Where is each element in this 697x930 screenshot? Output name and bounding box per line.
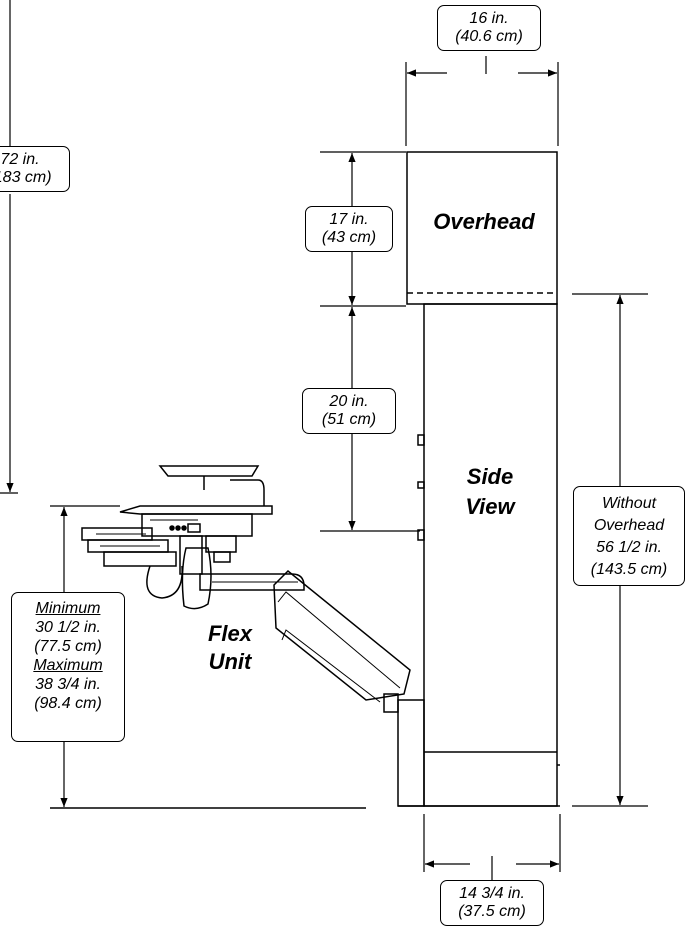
overhead-height-cm: (43 cm) bbox=[321, 229, 377, 246]
flex-unit-part-label: Flex Unit bbox=[190, 620, 270, 676]
overhead-part-label: Overhead bbox=[433, 209, 535, 234]
tray-height-max-cm: (98.4 cm) bbox=[34, 695, 102, 712]
side-view-tower bbox=[397, 303, 560, 807]
total-height-dimension bbox=[0, 0, 18, 494]
tray-height-min-inches: 30 1/2 in. bbox=[35, 619, 101, 636]
base-width-label: 14 3/4 in. (37.5 cm) bbox=[440, 880, 544, 926]
total-height-label: 72 in. (183 cm) bbox=[0, 146, 70, 192]
side-view-part-label: Side View bbox=[440, 462, 540, 522]
gap-height-inches: 20 in. bbox=[329, 393, 369, 410]
without-overhead-inches: 56 1/2 in. bbox=[596, 539, 662, 556]
side-view-line2: View bbox=[465, 494, 515, 519]
without-overhead-line1: Without bbox=[601, 495, 657, 512]
tray-height-min-label: Minimum bbox=[35, 600, 101, 617]
overhead-height-label: 17 in. (43 cm) bbox=[305, 206, 393, 252]
base-width-inches: 14 3/4 in. bbox=[459, 885, 525, 902]
gap-height-cm: (51 cm) bbox=[321, 411, 377, 428]
flex-unit-tray bbox=[81, 465, 273, 610]
without-overhead-line2: Overhead bbox=[593, 517, 665, 534]
tray-height-label: Minimum 30 1/2 in. (77.5 cm) Maximum 38 … bbox=[11, 592, 125, 742]
without-overhead-cm: (143.5 cm) bbox=[590, 561, 668, 578]
total-height-cm: (183 cm) bbox=[0, 169, 52, 186]
flex-unit-line1: Flex bbox=[207, 621, 253, 646]
gap-height-label: 20 in. (51 cm) bbox=[302, 388, 396, 434]
base-width-dimension bbox=[423, 814, 561, 880]
without-overhead-dimension bbox=[572, 293, 648, 807]
tray-height-max-inches: 38 3/4 in. bbox=[35, 676, 101, 693]
tray-height-max-label: Maximum bbox=[33, 657, 103, 674]
base-width-cm: (37.5 cm) bbox=[458, 903, 526, 920]
overhead-height-inches: 17 in. bbox=[329, 211, 369, 228]
flex-unit-arm bbox=[199, 569, 411, 713]
tray-height-min-cm: (77.5 cm) bbox=[34, 638, 102, 655]
flex-unit-line2: Unit bbox=[208, 649, 252, 674]
overhead-width-label: 16 in. (40.6 cm) bbox=[437, 5, 541, 51]
tray-height-dimension bbox=[50, 505, 120, 807]
overhead-width-dimension bbox=[405, 56, 559, 146]
overhead-width-cm: (40.6 cm) bbox=[455, 28, 523, 45]
overhead-height-dimension bbox=[320, 151, 420, 532]
total-height-inches: 72 in. bbox=[0, 151, 40, 168]
without-overhead-label: Without Overhead 56 1/2 in. (143.5 cm) bbox=[573, 486, 685, 586]
overhead-width-inches: 16 in. bbox=[469, 10, 509, 27]
side-view-line1: Side bbox=[466, 464, 514, 489]
